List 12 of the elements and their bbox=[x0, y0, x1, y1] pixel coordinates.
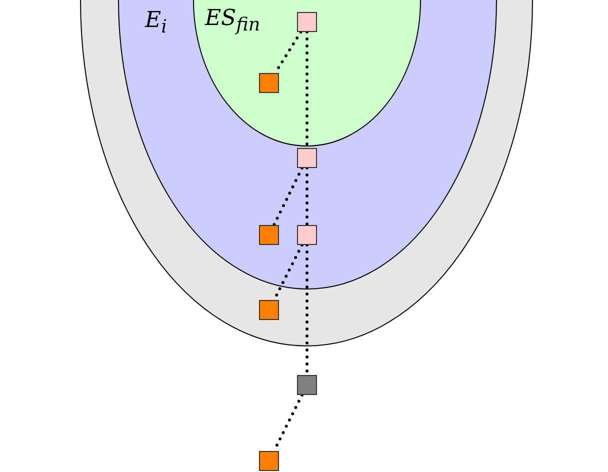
square-marker bbox=[259, 73, 279, 93]
square-marker bbox=[259, 451, 279, 471]
square-marker bbox=[259, 225, 279, 245]
square-marker bbox=[297, 225, 317, 245]
dotted-connector bbox=[272, 166, 304, 226]
dotted-connector bbox=[306, 166, 308, 226]
region-label: E$_{i}$ bbox=[145, 10, 167, 37]
square-marker bbox=[297, 375, 317, 395]
region-label: ES$_{fin}$ bbox=[205, 8, 260, 35]
square-marker bbox=[297, 148, 317, 168]
square-marker bbox=[297, 12, 317, 32]
square-marker bbox=[259, 300, 279, 320]
